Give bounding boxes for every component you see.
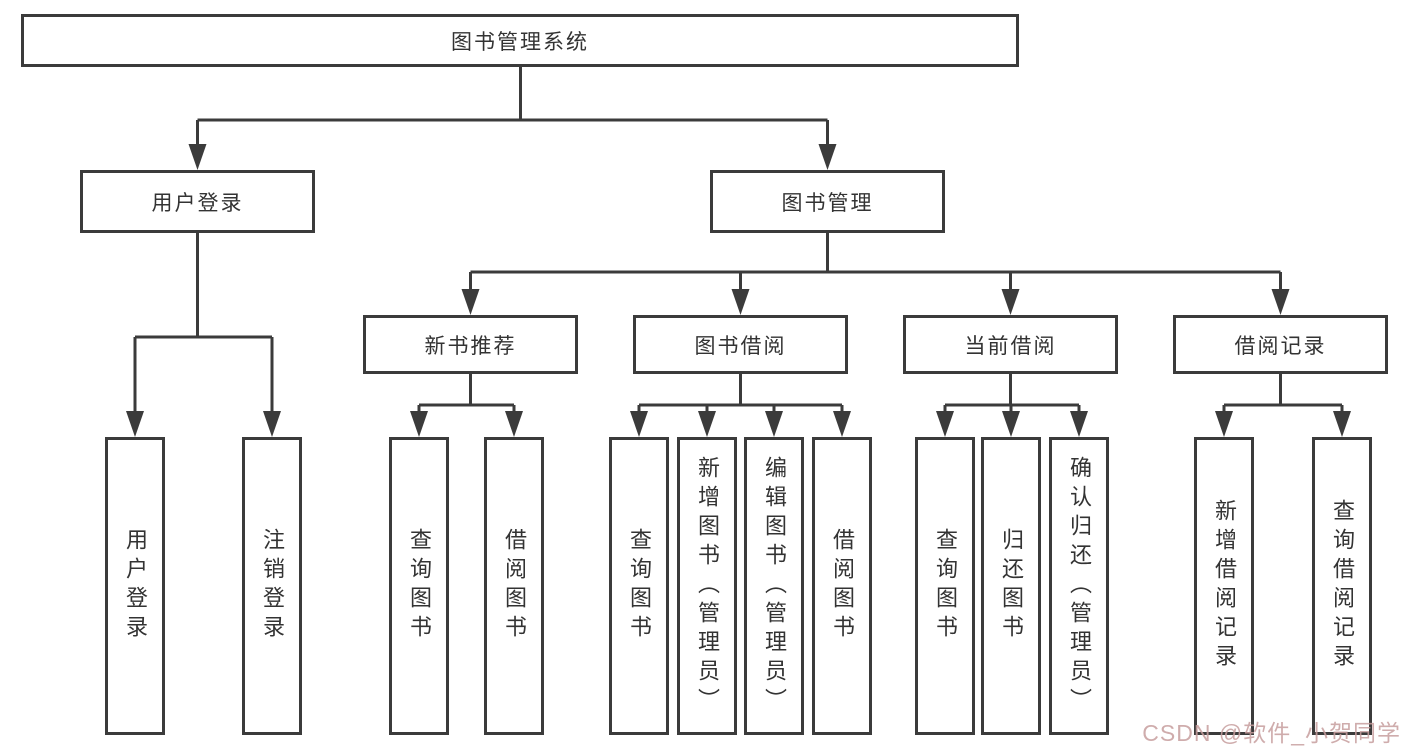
leaf-query-books-current-label: 查询图书 xyxy=(933,528,958,644)
leaf-borrow-books-recommend: 借阅图书 xyxy=(484,437,544,735)
leaf-return-books-label: 归还图书 xyxy=(999,528,1024,644)
node-book-borrow: 图书借阅 xyxy=(633,315,848,374)
leaf-edit-books-admin-label: 编辑图书（管理员） xyxy=(762,455,787,717)
leaf-confirm-return-admin-label: 确认归还（管理员） xyxy=(1067,455,1092,717)
connector-borrow-records-to-leaves xyxy=(1215,374,1351,437)
connector-new-book-recommend-to-leaves xyxy=(410,374,523,437)
leaf-return-books: 归还图书 xyxy=(981,437,1041,735)
leaf-confirm-return-admin: 确认归还（管理员） xyxy=(1049,437,1109,735)
leaf-borrow-books-recommend-label: 借阅图书 xyxy=(502,528,527,644)
leaf-query-borrow-record: 查询借阅记录 xyxy=(1312,437,1372,735)
connector-current-borrow-to-leaves xyxy=(936,374,1088,437)
leaf-logout-label: 注销登录 xyxy=(260,528,285,644)
node-new-book-recommend-label: 新书推荐 xyxy=(424,334,517,358)
node-book-management-label: 图书管理 xyxy=(781,191,874,215)
leaf-borrow-books-label: 借阅图书 xyxy=(830,528,855,644)
node-user-login-label: 用户登录 xyxy=(151,191,244,215)
connector-book-management-to-level3 xyxy=(461,233,1290,315)
connector-user-login-to-leaves xyxy=(126,233,281,437)
leaf-add-books-admin-label: 新增图书（管理员） xyxy=(695,455,720,717)
leaf-add-books-admin: 新增图书（管理员） xyxy=(677,437,737,735)
leaf-user-login: 用户登录 xyxy=(105,437,165,735)
node-borrow-records: 借阅记录 xyxy=(1173,315,1388,374)
leaf-edit-books-admin: 编辑图书（管理员） xyxy=(744,437,804,735)
leaf-query-borrow-record-label: 查询借阅记录 xyxy=(1330,499,1355,673)
node-user-login: 用户登录 xyxy=(80,170,315,233)
connector-book-borrow-to-leaves xyxy=(630,374,851,437)
node-current-borrow: 当前借阅 xyxy=(903,315,1118,374)
node-borrow-records-label: 借阅记录 xyxy=(1234,334,1327,358)
csdn-watermark: CSDN @软件_小贺同学 xyxy=(1142,720,1401,746)
node-book-borrow-label: 图书借阅 xyxy=(694,334,787,358)
leaf-add-borrow-record: 新增借阅记录 xyxy=(1194,437,1254,735)
leaf-query-books-current: 查询图书 xyxy=(915,437,975,735)
node-book-management: 图书管理 xyxy=(710,170,945,233)
leaf-borrow-books: 借阅图书 xyxy=(812,437,872,735)
leaf-query-books-recommend-label: 查询图书 xyxy=(407,528,432,644)
leaf-query-books-recommend: 查询图书 xyxy=(389,437,449,735)
node-current-borrow-label: 当前借阅 xyxy=(964,334,1057,358)
leaf-user-login-label: 用户登录 xyxy=(123,528,148,644)
node-root-label: 图书管理系统 xyxy=(451,30,589,54)
leaf-query-books-borrow: 查询图书 xyxy=(609,437,669,735)
leaf-query-books-borrow-label: 查询图书 xyxy=(627,528,652,644)
leaf-logout: 注销登录 xyxy=(242,437,302,735)
node-new-book-recommend: 新书推荐 xyxy=(363,315,578,374)
leaf-add-borrow-record-label: 新增借阅记录 xyxy=(1212,499,1237,673)
connector-root-to-level2 xyxy=(188,66,837,170)
node-root-system: 图书管理系统 xyxy=(21,14,1019,67)
